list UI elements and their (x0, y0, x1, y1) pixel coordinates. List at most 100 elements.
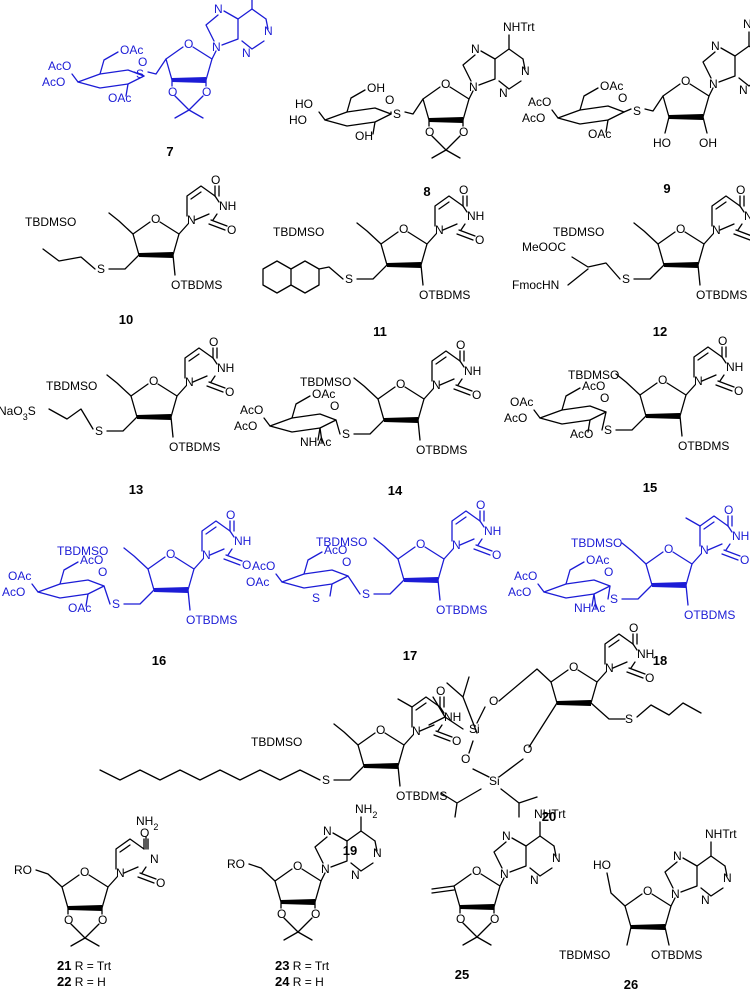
substituent-label: HO (295, 97, 313, 111)
bond (543, 579, 611, 599)
ring-nitrogen: N (700, 543, 709, 557)
bond (174, 109, 204, 119)
bond (702, 51, 716, 79)
bond (435, 356, 447, 365)
bond (727, 525, 733, 533)
bond (329, 583, 333, 597)
sulfur-label: S (625, 712, 633, 726)
substituent-label: OAc (586, 553, 609, 567)
ring-nitrogen: N (432, 378, 441, 392)
bond (459, 538, 475, 546)
bond (221, 10, 239, 46)
silyl-ether-label: OTBDMS (419, 288, 470, 302)
silicon-label: Si (489, 774, 500, 788)
bond (318, 266, 344, 280)
acetonide-oxygen: O (311, 907, 320, 921)
bond (132, 221, 180, 256)
bond (59, 561, 79, 585)
bond (357, 732, 405, 767)
bond (188, 353, 200, 362)
bond (457, 378, 463, 386)
bond (428, 119, 464, 127)
sulfur-label: S (622, 272, 630, 286)
bond (106, 374, 132, 397)
hydroxyl-label: HO (653, 136, 671, 150)
bond (190, 191, 202, 200)
bond (680, 857, 698, 893)
bond (377, 386, 425, 421)
bond (265, 18, 269, 30)
silyl-ether-label: TBDMSO (559, 948, 610, 962)
bond (397, 698, 413, 708)
bond (721, 553, 739, 561)
bond (664, 116, 708, 134)
bond (623, 108, 632, 113)
bond (404, 98, 424, 115)
carbonyl-oxygen: O (492, 548, 501, 562)
ring-nitrogen: N (701, 893, 710, 907)
bond (280, 901, 316, 909)
bond (639, 382, 687, 417)
bond (478, 50, 496, 86)
wedge-bond (387, 262, 421, 268)
bond (459, 360, 465, 368)
silyl-ether-label: OTBDMS (651, 948, 702, 962)
bond (227, 548, 233, 556)
silyl-ether-label: TBDMSO (46, 379, 97, 393)
substituent-label: NHAc (300, 435, 331, 449)
substituent-label: OAc (8, 569, 31, 583)
carbonyl-oxygen: O (629, 621, 638, 635)
bond (739, 205, 745, 213)
bond (397, 546, 445, 581)
bond (372, 121, 376, 135)
ring-oxygen: O (618, 91, 627, 105)
ring-oxygen: O (681, 74, 690, 88)
carbonyl-oxygen: O (242, 558, 251, 572)
ring-nitrogen: N (712, 223, 721, 237)
bond (374, 840, 378, 852)
compound-caption: 23 R = Trt (275, 958, 330, 973)
wedge-bond (137, 414, 171, 420)
bond (498, 702, 558, 778)
ring-oxygen: O (664, 542, 673, 556)
bond (718, 47, 736, 83)
bond (262, 260, 320, 294)
ring-oxygen: O (293, 859, 302, 873)
bond (565, 561, 585, 585)
bond (734, 45, 750, 57)
bond (172, 254, 176, 276)
bond (579, 87, 599, 111)
bond (608, 639, 620, 648)
bond (133, 71, 145, 77)
bond (626, 926, 670, 946)
bond (615, 415, 647, 431)
acetonide-oxygen: O (98, 913, 107, 927)
carbonyl-oxygen: O (209, 335, 218, 349)
bond (71, 73, 79, 83)
bond (711, 195, 741, 227)
acetonide-oxygen: O (425, 125, 434, 139)
bond (141, 866, 147, 874)
bond (275, 573, 283, 583)
amine-label: NH2 (136, 814, 158, 832)
wedge-bond (631, 924, 665, 930)
substituent-label: OAc (246, 575, 269, 589)
ring-nitrogen: N (711, 39, 720, 53)
silyl-ether-label: TBDMSO (57, 544, 108, 558)
bond (263, 417, 271, 427)
substituent-label: NHAc (574, 601, 605, 615)
amine-label: NH2 (355, 802, 377, 820)
silyl-ether-label: TBDMSO (251, 735, 302, 749)
bond (462, 205, 468, 213)
bond (723, 549, 741, 557)
bond (593, 593, 597, 609)
compound-number: 16 (152, 653, 166, 668)
ester-label: MeOOC (522, 240, 566, 254)
bond (303, 551, 323, 575)
sulfur-label: S (633, 104, 641, 118)
bond (434, 195, 464, 227)
wedge-bond (669, 114, 703, 120)
bond (212, 213, 218, 221)
sulfur-label: S (610, 592, 618, 606)
acetonide-oxygen: O (490, 912, 499, 926)
